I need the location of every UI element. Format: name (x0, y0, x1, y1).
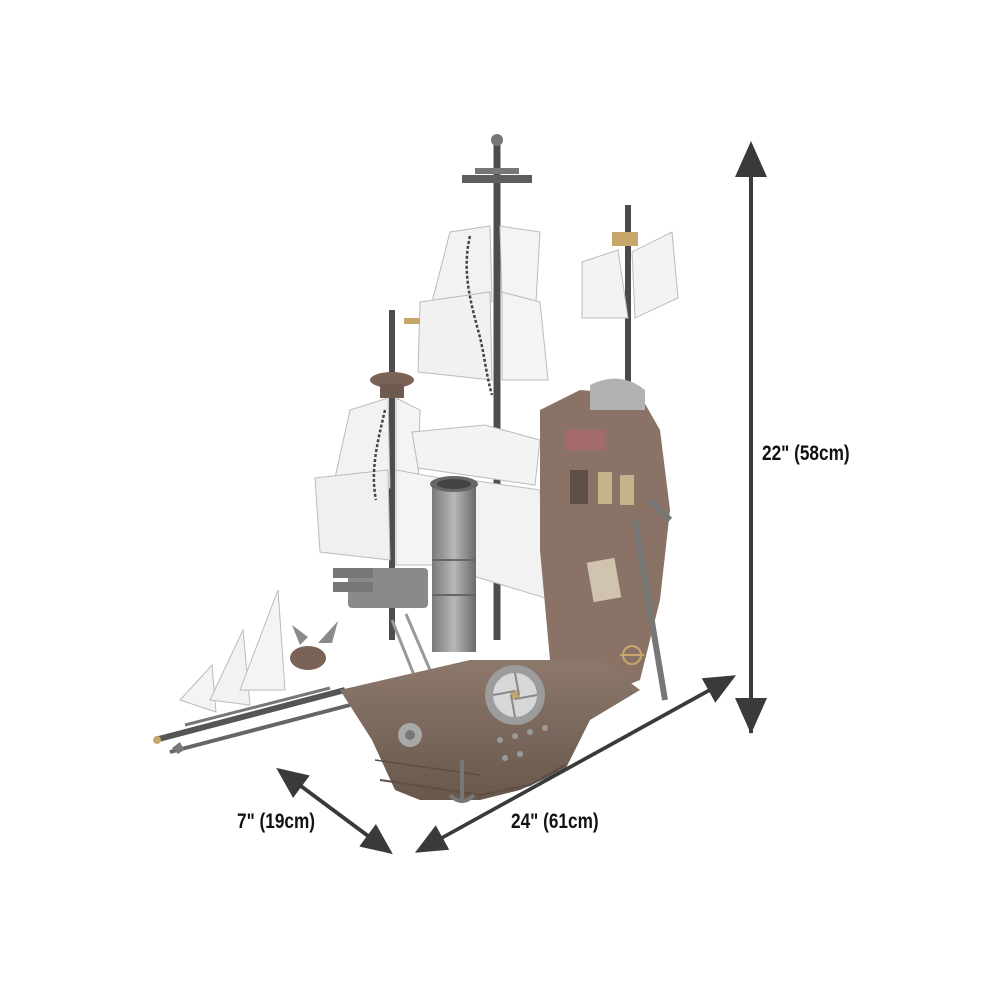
stern-wheel (620, 645, 644, 665)
smokestack (430, 476, 478, 652)
deck-cannon (333, 568, 428, 608)
width-label: 7" (19cm) (237, 810, 316, 833)
side-turbine (485, 665, 545, 725)
bowsprit (153, 686, 351, 754)
figurehead (290, 621, 338, 670)
jib-sails (179, 589, 286, 713)
stern-castle (540, 378, 673, 701)
ship-model (153, 134, 679, 803)
length-dimension-arrow (414, 675, 737, 853)
hull (340, 660, 640, 803)
length-label: 24" (61cm) (511, 810, 599, 833)
height-label: 22" (58cm) (762, 442, 850, 465)
fore-mast (314, 310, 546, 640)
width-dimension-arrow (276, 767, 393, 855)
